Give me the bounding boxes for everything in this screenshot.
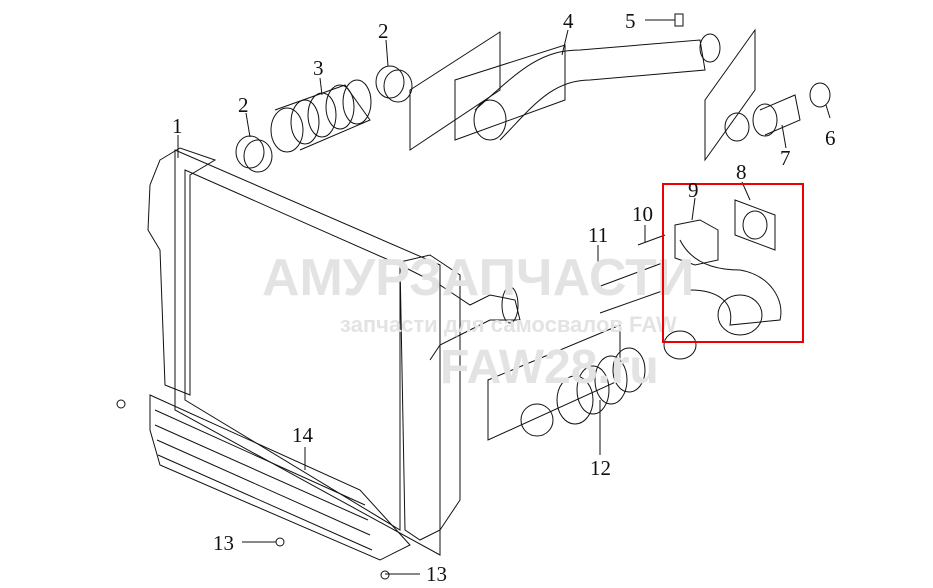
leader-lines [177,29,831,575]
callout-1: 1 [172,114,183,138]
callout-12: 12 [590,456,611,480]
callout-2: 2 [378,19,389,43]
callout-9: 9 [688,178,699,202]
hose-7 [704,28,831,162]
callout-5: 5 [625,9,636,33]
callout-6: 6 [825,126,836,150]
bolt-13 [380,570,390,580]
watermark-brand: АМУРЗАПЧАСТИ [262,249,695,307]
hose-12 [487,324,646,441]
callout-4: 4 [563,9,574,33]
clamp-2 [235,65,413,173]
hose-3 [270,79,372,153]
callout-8: 8 [736,160,747,184]
clamp [663,330,697,360]
highlight-box [662,183,804,343]
watermark-site: FAW28.ru [440,341,659,394]
watermark-tagline: запчасти для самосвалов FAW [340,312,677,337]
elbow-pipe-9 [674,199,782,336]
intercooler-core [147,147,521,556]
pipe-4 [454,33,721,141]
callout-2: 2 [238,93,249,117]
bolt-13 [275,537,285,547]
bolt [116,399,126,409]
callout-3: 3 [313,56,324,80]
bolt-5 [645,13,684,27]
callout-13: 13 [426,562,447,586]
section-plane [409,31,501,151]
callout-11: 11 [588,223,609,247]
callout-14: 14 [292,423,313,447]
bolts-10-11 [597,234,666,314]
callout-10: 10 [632,202,653,226]
bottom-shroud [149,394,411,561]
callout-7: 7 [780,146,791,170]
callout-13: 13 [213,531,234,555]
